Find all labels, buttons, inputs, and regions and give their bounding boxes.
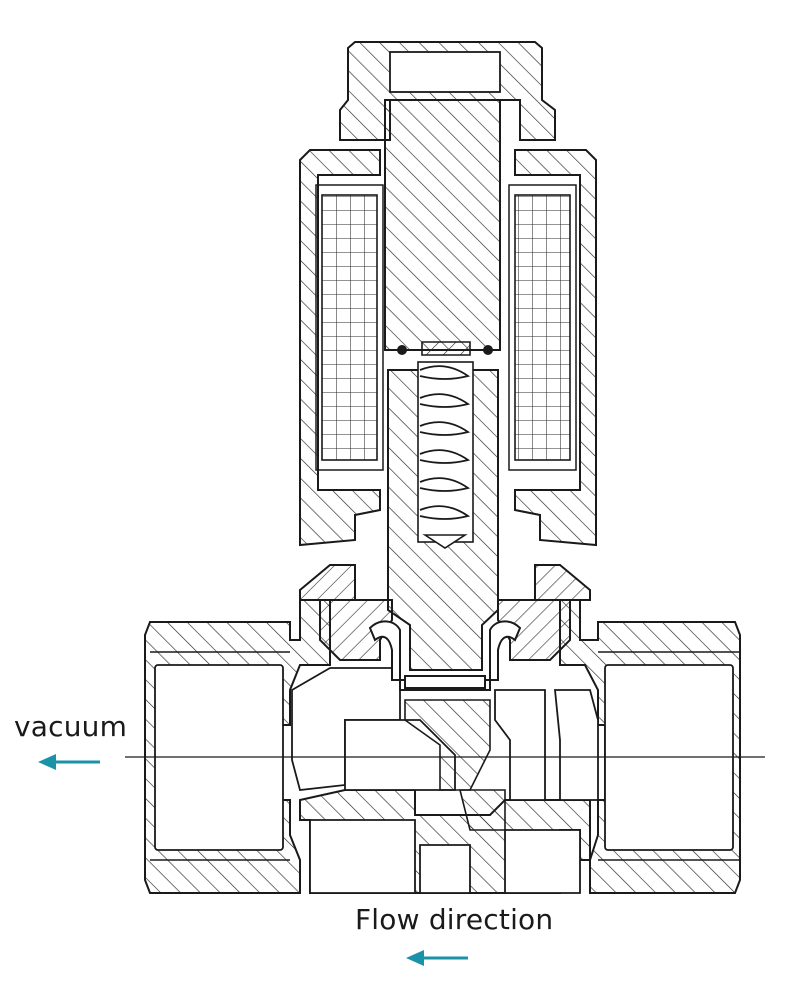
- spring: [417, 361, 474, 549]
- o-ring-seals: [397, 345, 493, 355]
- port-thread-lines: [150, 651, 740, 861]
- top-cap-recess: [389, 51, 501, 93]
- coil-winding: [321, 194, 571, 461]
- chamber-hatch: [404, 699, 506, 831]
- vacuum-label: vacuum: [14, 710, 128, 743]
- flow-direction-label: Flow direction: [355, 903, 554, 936]
- arrow-left-icon: [406, 950, 468, 966]
- coil-bobbin: [315, 184, 577, 471]
- diaphragm: [368, 620, 522, 691]
- arrow-left-icon: [38, 754, 100, 770]
- stop-plate: [421, 341, 471, 356]
- flow-chamber: [291, 667, 599, 894]
- bonnet: [299, 564, 591, 661]
